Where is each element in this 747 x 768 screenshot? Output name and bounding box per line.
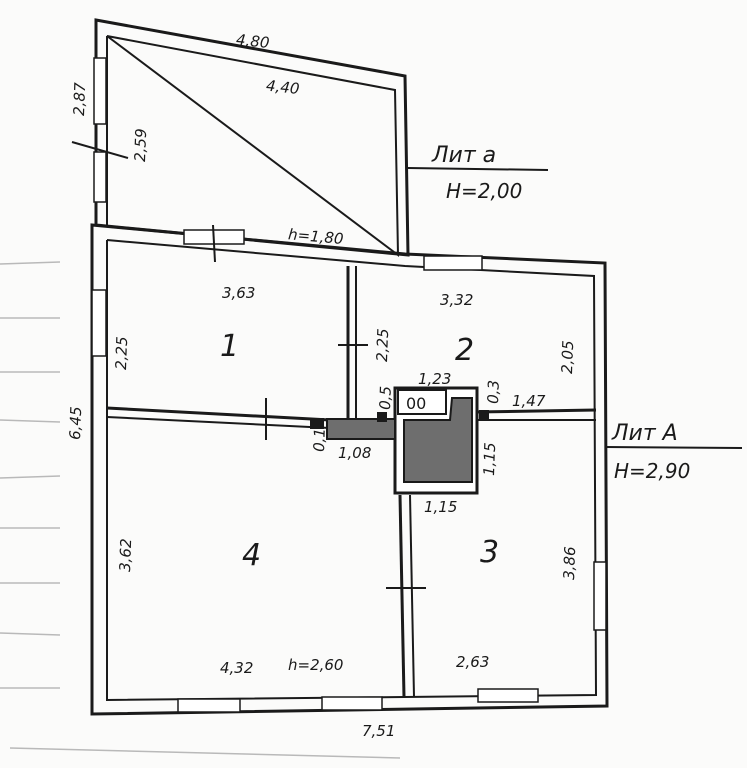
main-lit-label: Лит А <box>611 421 678 446</box>
annex-left-inner-dim: 2,59 <box>131 128 150 162</box>
room-number-3: 3 <box>480 535 499 570</box>
room4-width-dim: 4,32 <box>220 659 253 677</box>
stove-symbol: 00 <box>406 394 426 413</box>
window-room1-left <box>91 289 107 357</box>
sheet-lines <box>0 261 401 759</box>
room3-depth-dim: 3,86 <box>560 546 579 580</box>
annex-height-label: h=1,80 <box>287 225 344 248</box>
door-annex-left <box>71 141 129 159</box>
stove-block <box>310 386 489 495</box>
room4-depth-dim: 3,62 <box>116 538 135 572</box>
room-number-1: 1 <box>220 329 239 364</box>
stove-left-wall-dim: 0,5 <box>376 386 395 410</box>
door-annex <box>212 224 216 263</box>
window-room2-top <box>423 255 483 271</box>
room1-depth-dim: 2,25 <box>112 336 131 370</box>
room-number-4: 4 <box>242 538 261 573</box>
doors <box>71 141 426 589</box>
stove-side-dim: 1,15 <box>480 442 499 476</box>
stove-width-dim: 1,23 <box>418 370 451 388</box>
main-walls <box>90 223 609 716</box>
window-room3-right <box>593 561 607 631</box>
room-numbers: 1 2 3 4 <box>220 329 499 573</box>
main-lit-height: H=2,90 <box>614 459 690 483</box>
room2-width-dim: 3,32 <box>440 291 473 309</box>
window-room4-bottom-1 <box>177 698 241 713</box>
lit-labels: Лит а H=2,00 Лит А H=2,90 <box>431 143 690 483</box>
annex-lit-height: H=2,00 <box>446 179 522 203</box>
outer-width-dim: 7,51 <box>362 722 395 740</box>
room1-width-dim: 3,63 <box>222 284 255 302</box>
stove-bottom-dim: 1,15 <box>424 498 457 516</box>
passage-small-dim: 0,1 <box>310 428 329 452</box>
total-height-dim: 6,45 <box>66 406 85 440</box>
window-room3-bottom <box>477 688 539 703</box>
room3-top-dim: 1,47 <box>512 392 546 410</box>
stove-right-wall-dim: 0,3 <box>484 380 503 404</box>
room2-depth-dim: 2,05 <box>558 340 577 374</box>
room3-width-dim: 2,63 <box>456 653 489 671</box>
main-height-label: h=2,60 <box>288 656 343 674</box>
window-annex-left-lower <box>93 151 107 203</box>
window-room4-bottom-2 <box>321 696 383 711</box>
annex-top-outer-dim: 4,80 <box>235 31 270 52</box>
dimension-labels: 4,80 4,40 2,87 2,59 h=1,80 3,63 2,25 2,2… <box>66 31 579 740</box>
partitions <box>106 266 597 698</box>
room-number-2: 2 <box>455 333 474 368</box>
room1-right-depth-dim: 2,25 <box>373 328 392 362</box>
annex-left-outer-dim: 2,87 <box>70 82 89 116</box>
annex-top-inner-dim: 4,40 <box>265 77 300 98</box>
passage-dim: 1,08 <box>338 444 371 462</box>
annex-lit-label: Лит а <box>431 143 496 168</box>
window-annex-left <box>93 57 107 125</box>
